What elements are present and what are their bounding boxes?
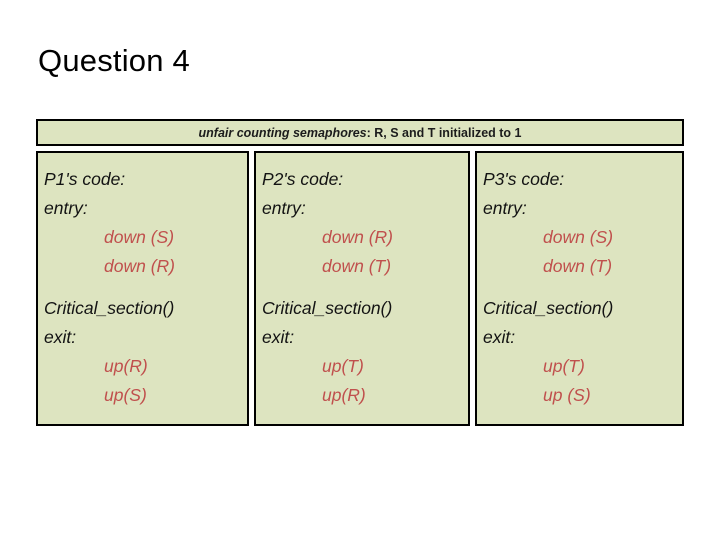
entry-label-p1: entry: — [44, 198, 88, 218]
process-header-p3: P3's code: — [483, 169, 565, 189]
process-column-p1: P1's code: entry: down (S) down (R) Crit… — [36, 151, 249, 426]
exit-op-p3-0: up(T) — [543, 356, 585, 376]
table-header-banner: unfair counting semaphores: R, S and T i… — [36, 119, 684, 146]
exit-op-p1-0: up(R) — [104, 356, 148, 376]
exit-op-p2-1: up(R) — [322, 385, 366, 405]
entry-op-p1-0: down (S) — [104, 227, 175, 247]
section-spacer-p3 — [483, 280, 672, 294]
exit-op-p1-1: up(S) — [104, 385, 147, 405]
entry-op-p3-1: down (T) — [543, 256, 613, 276]
banner-text: unfair counting semaphores: R, S and T i… — [199, 126, 522, 140]
entry-op-p2-1: down (T) — [322, 256, 392, 276]
process-columns: P1's code: entry: down (S) down (R) Crit… — [36, 151, 684, 426]
entry-label-p3: entry: — [483, 198, 527, 218]
critical-section-p1: Critical_section() — [44, 298, 175, 318]
critical-section-p3: Critical_section() — [483, 298, 614, 318]
entry-op-p3-0: down (S) — [543, 227, 614, 247]
page-title: Question 4 — [38, 43, 190, 78]
section-spacer-p2 — [262, 280, 458, 294]
process-column-p2: P2's code: entry: down (R) down (T) Crit… — [254, 151, 470, 426]
exit-op-p3-1: up (S) — [543, 385, 591, 405]
exit-label-p1: exit: — [44, 327, 77, 347]
semaphore-table: unfair counting semaphores: R, S and T i… — [36, 119, 684, 426]
section-spacer-p1 — [44, 280, 237, 294]
entry-op-p2-0: down (R) — [322, 227, 393, 247]
banner-bold-part: : R, S and T initialized to 1 — [366, 125, 522, 140]
process-header-p2: P2's code: — [262, 169, 344, 189]
entry-label-p2: entry: — [262, 198, 306, 218]
exit-label-p2: exit: — [262, 327, 295, 347]
entry-op-p1-1: down (R) — [104, 256, 175, 276]
process-column-p3: P3's code: entry: down (S) down (T) Crit… — [475, 151, 684, 426]
critical-section-p2: Critical_section() — [262, 298, 393, 318]
banner-italic-part: unfair counting semaphores — [198, 125, 367, 140]
exit-op-p2-0: up(T) — [322, 356, 364, 376]
exit-label-p3: exit: — [483, 327, 516, 347]
process-header-p1: P1's code: — [44, 169, 126, 189]
